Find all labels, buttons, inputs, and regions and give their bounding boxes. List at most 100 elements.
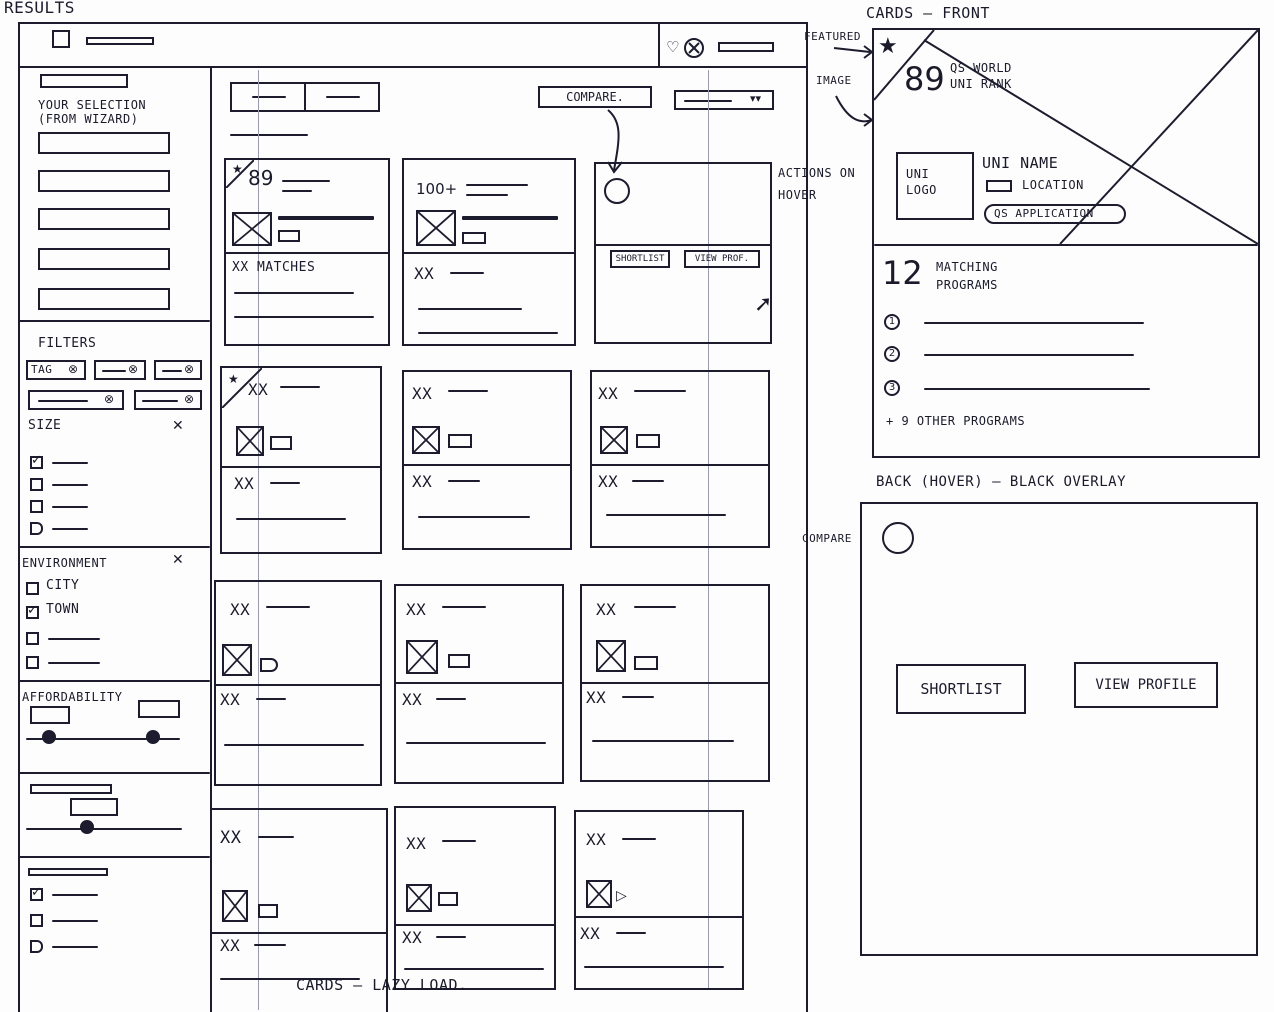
program-item-3[interactable]: [924, 388, 1150, 390]
results-title: RESULTS: [4, 0, 75, 17]
university-card-6[interactable]: XX XX: [590, 370, 770, 548]
filter-chip-4[interactable]: ⊗: [28, 390, 124, 410]
slider-max-handle[interactable]: [146, 730, 160, 744]
size-checkbox-3[interactable]: [30, 500, 43, 513]
university-card-9[interactable]: XX XX: [580, 584, 770, 782]
program-item-2[interactable]: [924, 354, 1134, 356]
filter-chip-5[interactable]: ⊗: [134, 390, 202, 410]
remove-icon[interactable]: ⊗: [184, 362, 195, 376]
card-rank: XX: [406, 600, 427, 619]
university-card-8[interactable]: XX XX: [394, 584, 564, 784]
group-checkbox-1[interactable]: [30, 885, 43, 901]
filter-chip-tag[interactable]: TAG ⊗: [26, 360, 86, 380]
sidebar-section-divider-5: [18, 856, 210, 858]
guide-line: [708, 70, 709, 990]
slider-min-handle[interactable]: [42, 730, 56, 744]
uni-logo-placeholder: [236, 426, 264, 456]
featured-star-icon: ★: [228, 372, 239, 386]
account-menu-placeholder[interactable]: [718, 42, 774, 52]
env-checkbox-4[interactable]: [26, 656, 39, 669]
featured-star-icon: ★: [232, 162, 243, 176]
selection-item-2[interactable]: [38, 170, 170, 192]
size-label: SIZE: [28, 418, 62, 433]
heart-icon[interactable]: ♡: [666, 38, 680, 56]
collapse-icon[interactable]: ✕: [172, 418, 184, 434]
group-option-label: [52, 894, 98, 896]
card-matches: XX: [402, 928, 423, 947]
card-rank: XX: [406, 834, 427, 853]
card-matches: XX: [414, 264, 435, 283]
filter-chip-2[interactable]: ⊗: [94, 360, 146, 380]
university-card-1[interactable]: ★ 89 XX MATCHES: [224, 158, 390, 346]
remove-icon[interactable]: ⊗: [104, 392, 115, 406]
slider-2-track[interactable]: [26, 828, 182, 830]
logo-icon[interactable]: [52, 30, 70, 48]
shortlist-button[interactable]: SHORTLIST: [896, 664, 1026, 714]
university-card-12[interactable]: XX ▷ XX: [574, 810, 744, 990]
university-card-11[interactable]: XX XX: [394, 806, 556, 990]
uni-logo-placeholder: [600, 426, 628, 454]
compare-button[interactable]: COMPARE.: [538, 86, 652, 108]
size-option-label: [52, 528, 88, 530]
university-card-5[interactable]: XX XX: [402, 370, 572, 550]
compare-toggle[interactable]: [604, 178, 630, 204]
view-profile-button[interactable]: VIEW PROF.: [684, 250, 760, 268]
header-icons-divider: [658, 22, 660, 68]
slider-2-handle[interactable]: [80, 820, 94, 834]
size-checkbox-4[interactable]: [30, 522, 43, 535]
other-programs-link[interactable]: + 9 OTHER PROGRAMS: [886, 414, 1026, 428]
env-checkbox-3[interactable]: [26, 632, 39, 645]
affordability-slider-track[interactable]: [26, 738, 180, 740]
university-card-7[interactable]: XX XX: [214, 580, 382, 786]
application-badge[interactable]: QS APPLICATION: [984, 204, 1126, 224]
program-number: 2: [884, 346, 900, 362]
site-name-placeholder: [86, 37, 154, 45]
view-toggle[interactable]: [230, 82, 380, 112]
collapse-icon[interactable]: ✕: [172, 552, 184, 568]
sort-dropdown[interactable]: ▾▾: [674, 90, 774, 110]
uni-logo-placeholder: [222, 890, 248, 922]
selection-item-3[interactable]: [38, 208, 170, 230]
uni-logo-placeholder: [222, 644, 252, 676]
view-profile-button[interactable]: VIEW PROFILE: [1074, 662, 1218, 708]
size-option-label: [52, 462, 88, 464]
size-checkbox-2[interactable]: [30, 478, 43, 491]
size-checkbox-1[interactable]: [30, 453, 43, 469]
card-front-detail[interactable]: ★ 89 QS WORLD UNI RANK UNI LOGO UNI NAME…: [872, 28, 1260, 458]
sidebar-divider: [210, 66, 212, 1012]
arrow-annotation: [607, 109, 623, 174]
header-divider: [18, 66, 808, 68]
card-rank: 100+: [416, 180, 458, 198]
sidebar-section-divider-2: [18, 546, 210, 548]
program-item-1[interactable]: [924, 322, 1144, 324]
flag-icon: [986, 180, 1012, 192]
remove-icon[interactable]: ⊗: [184, 392, 195, 406]
university-card-4[interactable]: ★ XX XX: [220, 366, 382, 554]
card-front-divider: [874, 244, 1258, 246]
uni-logo-placeholder: [412, 426, 440, 454]
env-checkbox-city[interactable]: [26, 582, 39, 595]
university-card-10[interactable]: XX XX: [210, 808, 388, 1012]
selection-item-5[interactable]: [38, 288, 170, 310]
card-back-hover[interactable]: SHORTLIST VIEW PROFILE: [860, 502, 1258, 956]
card-matches: XX: [402, 690, 423, 709]
program-number: 3: [884, 380, 900, 396]
card-rank: XX: [598, 384, 619, 403]
cursor-icon: ➚: [754, 292, 773, 317]
remove-icon[interactable]: ⊗: [68, 362, 79, 376]
sidebar-section-divider-1: [18, 320, 210, 322]
university-card-3-hover[interactable]: SHORTLIST VIEW PROF. ➚: [594, 162, 772, 344]
university-card-2[interactable]: 100+ XX: [402, 158, 576, 346]
uni-logo-label: UNI LOGO: [906, 167, 937, 197]
filter-chip-3[interactable]: ⊗: [154, 360, 202, 380]
matching-label: MATCHING PROGRAMS: [936, 260, 998, 292]
selection-item-4[interactable]: [38, 248, 170, 270]
group-checkbox-2[interactable]: [30, 914, 43, 927]
compare-toggle[interactable]: [882, 522, 914, 554]
remove-icon[interactable]: ⊗: [128, 362, 139, 376]
close-circle-icon[interactable]: [684, 38, 704, 58]
selection-item-1[interactable]: [38, 132, 170, 154]
shortlist-button[interactable]: SHORTLIST: [610, 250, 670, 268]
group-checkbox-3[interactable]: [30, 940, 43, 953]
env-checkbox-town[interactable]: [26, 603, 39, 619]
